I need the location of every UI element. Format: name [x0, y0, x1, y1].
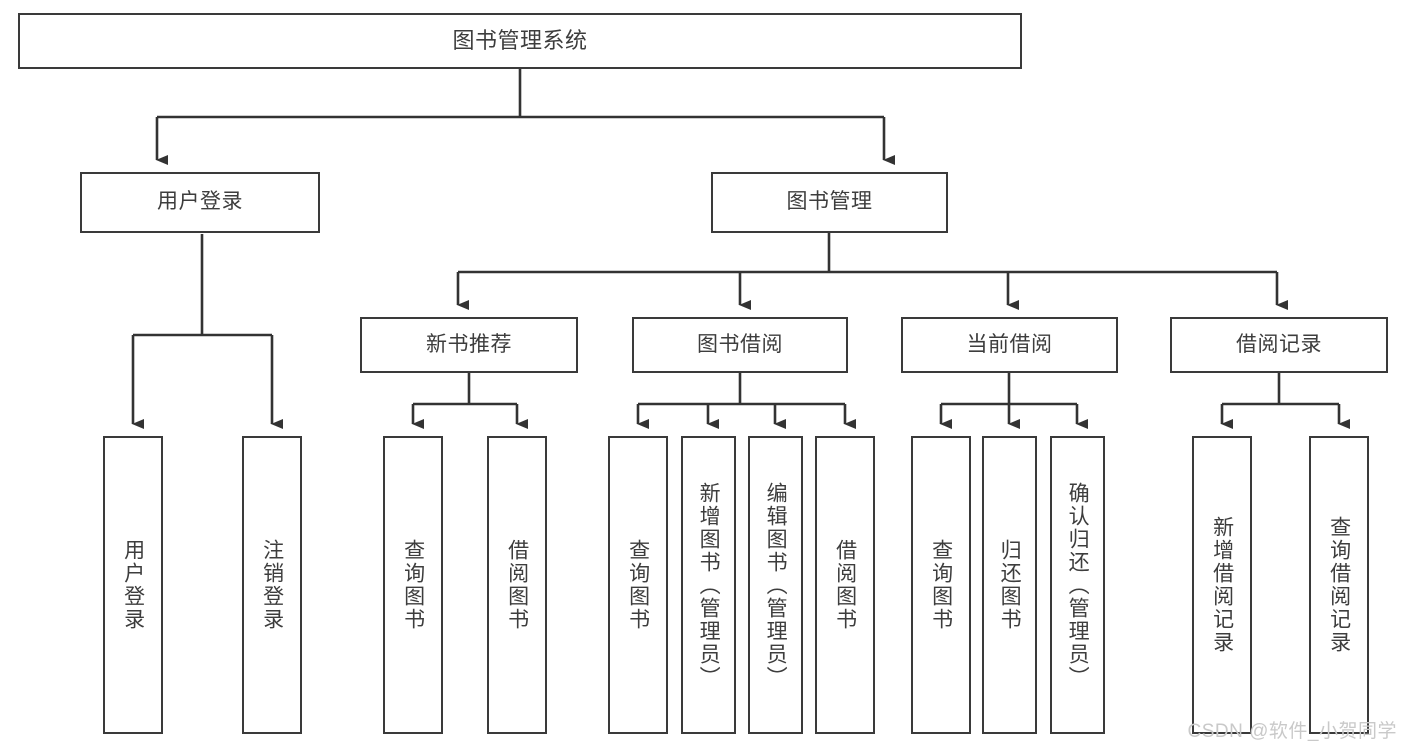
node-leaf-record-query-label: 查询借阅记录	[1327, 516, 1351, 654]
node-root[interactable]: 图书管理系统	[18, 13, 1022, 69]
node-book-manage-label: 图书管理	[786, 190, 873, 214]
node-leaf-borrow-edit[interactable]: 编辑图书（管理员）	[748, 436, 803, 734]
node-leaf-borrow-add-label: 新增图书（管理员）	[697, 481, 721, 689]
node-book-manage[interactable]: 图书管理	[711, 172, 948, 233]
node-leaf-borrow-edit-label: 编辑图书（管理员）	[764, 481, 788, 689]
node-leaf-borrow-add[interactable]: 新增图书（管理员）	[681, 436, 736, 734]
node-leaf-record-add[interactable]: 新增借阅记录	[1192, 436, 1252, 734]
node-book-borrow-label: 图书借阅	[697, 332, 783, 356]
csdn-watermark: CSDN @软件_小贺同学	[1187, 721, 1397, 742]
node-leaf-record-add-label: 新增借阅记录	[1210, 516, 1234, 654]
node-leaf-borrow-query-label: 查询图书	[626, 539, 650, 631]
node-leaf-cur-confirm-label: 确认归还（管理员）	[1066, 481, 1090, 689]
node-leaf-cur-return[interactable]: 归还图书	[982, 436, 1037, 734]
node-leaf-rec-borrow[interactable]: 借阅图书	[487, 436, 547, 734]
node-current-borrow-label: 当前借阅	[966, 332, 1053, 356]
node-root-label: 图书管理系统	[452, 28, 588, 54]
node-leaf-rec-borrow-label: 借阅图书	[505, 539, 529, 631]
node-leaf-user-logout[interactable]: 注销登录	[242, 436, 302, 734]
node-borrow-record[interactable]: 借阅记录	[1170, 317, 1388, 373]
node-leaf-borrow-lend-label: 借阅图书	[833, 539, 857, 631]
node-leaf-rec-query[interactable]: 查询图书	[383, 436, 443, 734]
node-leaf-cur-query[interactable]: 查询图书	[911, 436, 971, 734]
node-leaf-cur-confirm[interactable]: 确认归还（管理员）	[1050, 436, 1105, 734]
node-new-book-rec-label: 新书推荐	[426, 332, 512, 356]
node-leaf-cur-return-label: 归还图书	[998, 539, 1022, 631]
node-leaf-user-login[interactable]: 用户登录	[103, 436, 163, 734]
node-leaf-borrow-lend[interactable]: 借阅图书	[815, 436, 875, 734]
node-leaf-user-logout-label: 注销登录	[260, 539, 284, 631]
node-book-borrow[interactable]: 图书借阅	[632, 317, 848, 373]
node-leaf-cur-query-label: 查询图书	[929, 539, 953, 631]
node-user-login[interactable]: 用户登录	[80, 172, 320, 233]
node-leaf-borrow-query[interactable]: 查询图书	[608, 436, 668, 734]
node-leaf-record-query[interactable]: 查询借阅记录	[1309, 436, 1369, 734]
node-current-borrow[interactable]: 当前借阅	[901, 317, 1118, 373]
node-leaf-user-login-label: 用户登录	[121, 539, 145, 631]
node-new-book-rec[interactable]: 新书推荐	[360, 317, 578, 373]
node-leaf-rec-query-label: 查询图书	[401, 539, 425, 631]
node-user-login-label: 用户登录	[157, 190, 243, 214]
node-borrow-record-label: 借阅记录	[1236, 332, 1322, 356]
